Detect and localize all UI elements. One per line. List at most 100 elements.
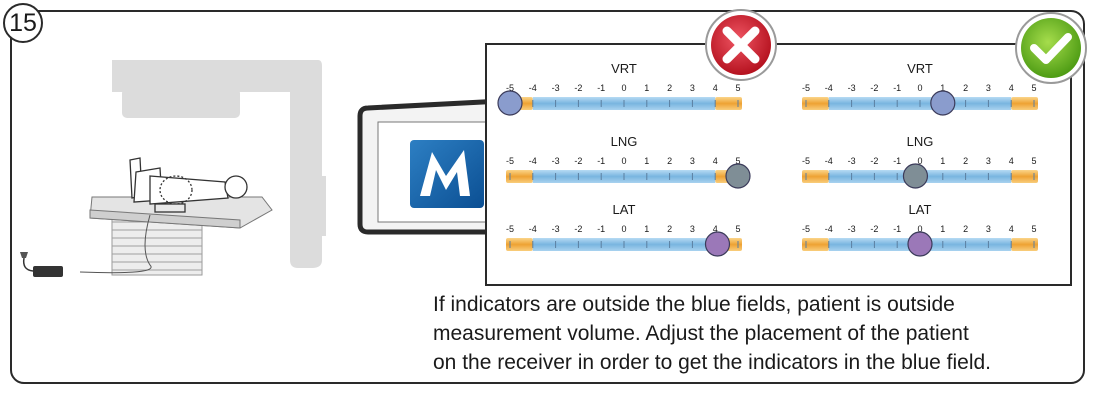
tick-label: -4 <box>825 83 833 93</box>
tick-label: -5 <box>802 83 810 93</box>
orange-field-right <box>1011 170 1038 183</box>
tick-label: 2 <box>667 224 672 234</box>
tick-label: -5 <box>506 83 514 93</box>
position-indicator <box>902 163 929 189</box>
caption-line-3: on the receiver in order to get the indi… <box>433 351 991 374</box>
axis-label: VRT <box>907 61 933 76</box>
tick-label: -3 <box>552 156 560 166</box>
tick-label: -2 <box>870 156 878 166</box>
tick-label: -1 <box>893 156 901 166</box>
tick-label: -3 <box>848 83 856 93</box>
tick-label: -5 <box>802 224 810 234</box>
tick-label: -1 <box>597 156 605 166</box>
patient-table <box>89 196 273 276</box>
step-number: 15 <box>9 8 37 37</box>
tick-label: -5 <box>802 156 810 166</box>
position-indicator <box>704 231 731 257</box>
tick-label: -2 <box>870 83 878 93</box>
instruction-caption: If indicators are outside the blue field… <box>433 290 1083 377</box>
tick-label: -1 <box>597 83 605 93</box>
tick-label: 5 <box>1031 224 1036 234</box>
orange-field-left <box>506 238 533 251</box>
axis-label: LNG <box>611 134 638 149</box>
tick-label: -5 <box>506 156 514 166</box>
tick-label: 0 <box>621 224 626 234</box>
power-adapter-icon <box>20 252 63 277</box>
tick-label: -1 <box>597 224 605 234</box>
orange-field-left <box>802 170 829 183</box>
tick-label: -4 <box>825 156 833 166</box>
tick-label: -4 <box>825 224 833 234</box>
tick-label: 0 <box>621 83 626 93</box>
orange-field-right <box>1011 238 1038 251</box>
tick-label: -2 <box>574 224 582 234</box>
position-indicator <box>930 90 956 116</box>
position-indicator <box>907 231 933 257</box>
c-arm-machine <box>112 60 326 268</box>
tick-label: -3 <box>848 156 856 166</box>
tick-label: 5 <box>1031 83 1036 93</box>
tick-label: 1 <box>940 156 945 166</box>
tick-label: -3 <box>848 224 856 234</box>
orange-field-left <box>802 238 829 251</box>
tick-label: -3 <box>552 224 560 234</box>
tick-label: 2 <box>963 156 968 166</box>
tick-label: 0 <box>917 224 922 234</box>
tick-label: 0 <box>621 156 626 166</box>
tick-label: 0 <box>917 156 922 166</box>
tick-label: 3 <box>986 156 991 166</box>
tick-label: -1 <box>893 224 901 234</box>
tick-label: 4 <box>1009 83 1014 93</box>
orange-field-left <box>506 170 533 183</box>
tick-label: 4 <box>713 83 718 93</box>
axis-label: LAT <box>909 202 932 217</box>
tick-label: 0 <box>917 83 922 93</box>
tick-label: 4 <box>1009 224 1014 234</box>
receiver-cable <box>79 214 152 274</box>
tick-label: -2 <box>574 156 582 166</box>
orange-field-right <box>1011 97 1038 110</box>
tick-label: 2 <box>963 83 968 93</box>
orange-field-right <box>715 97 742 110</box>
tick-label: 5 <box>1031 156 1036 166</box>
tick-label: 2 <box>963 224 968 234</box>
indicator-row-lng: LNG -5 -4 -3 -2 -1 0 1 2 3 4 5 <box>506 134 751 189</box>
caption-line-1: If indicators are outside the blue field… <box>433 293 955 316</box>
tick-label: 5 <box>735 156 740 166</box>
caption-line-2: measurement volume. Adjust the placement… <box>433 322 969 345</box>
tick-label: 3 <box>690 224 695 234</box>
tick-label: -1 <box>893 83 901 93</box>
tick-label: 1 <box>940 83 945 93</box>
tick-label: 1 <box>644 156 649 166</box>
step-number-badge: 15 <box>3 3 43 43</box>
axis-label: LAT <box>613 202 636 217</box>
orange-field-left <box>802 97 829 110</box>
position-indicator <box>497 90 523 116</box>
correct-status-icon <box>1015 12 1087 84</box>
tick-label: -2 <box>574 83 582 93</box>
patient <box>129 157 248 213</box>
tick-label: 1 <box>940 224 945 234</box>
tick-label: -2 <box>870 224 878 234</box>
axis-label: VRT <box>611 61 637 76</box>
tick-label: 3 <box>690 156 695 166</box>
tick-label: 4 <box>713 224 718 234</box>
tick-label: 4 <box>1009 156 1014 166</box>
tick-label: 4 <box>713 156 718 166</box>
tick-label: 5 <box>735 83 740 93</box>
tick-label: 3 <box>690 83 695 93</box>
axis-label: LNG <box>907 134 934 149</box>
tick-label: 5 <box>735 224 740 234</box>
tick-label: -4 <box>529 156 537 166</box>
tick-label: 1 <box>644 224 649 234</box>
tick-label: -4 <box>529 224 537 234</box>
step-frame <box>10 10 1085 384</box>
incorrect-status-icon <box>705 9 777 81</box>
tick-label: 2 <box>667 83 672 93</box>
app-logo-icon <box>410 140 484 208</box>
tick-label: 2 <box>667 156 672 166</box>
